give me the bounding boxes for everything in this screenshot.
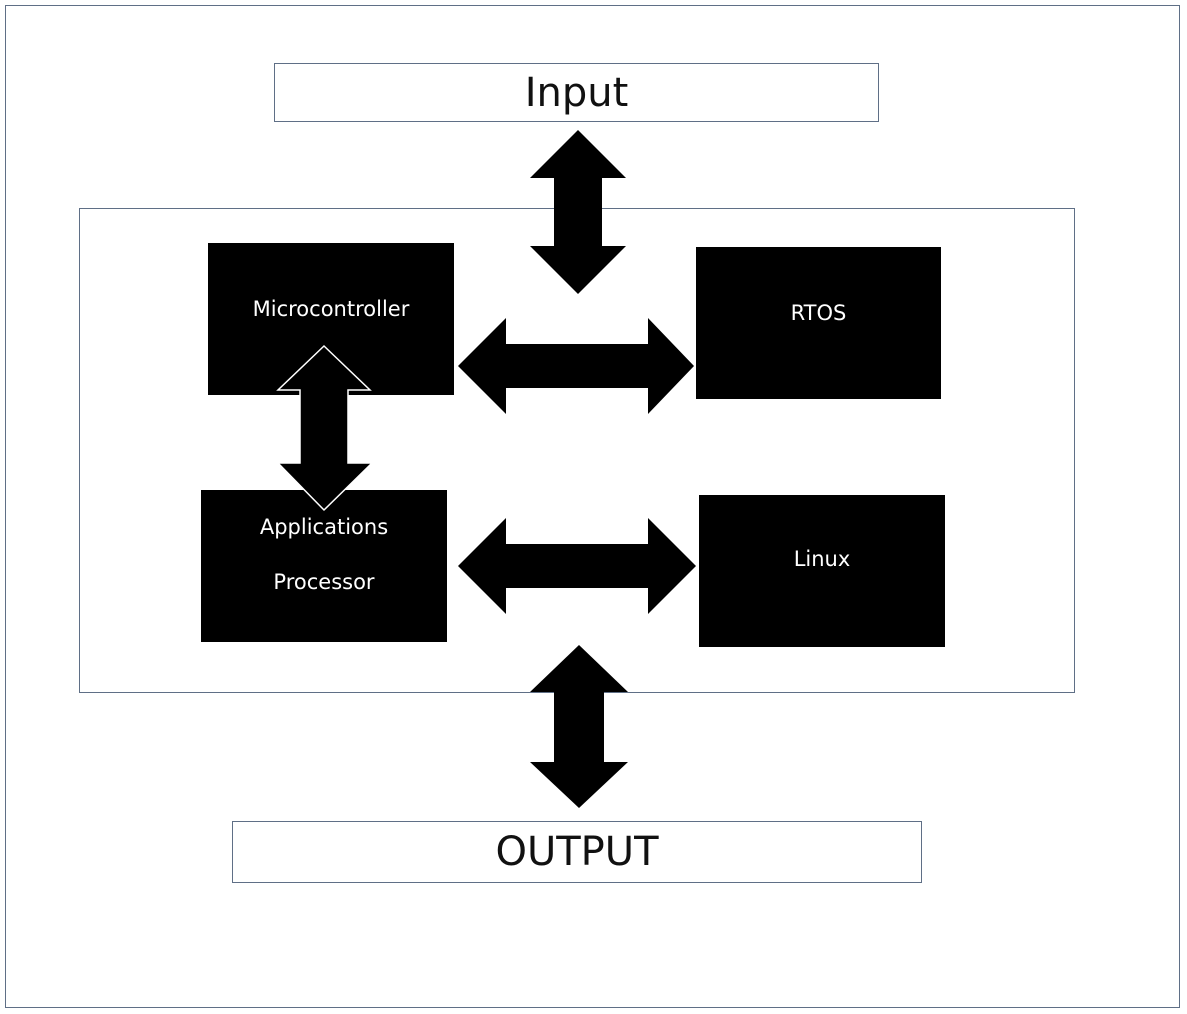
output-label: OUTPUT [495, 829, 659, 875]
rtos-block: RTOS [696, 247, 941, 399]
outer-frame [5, 5, 1180, 1008]
applications-label-line1: Applications [259, 515, 389, 539]
linux-block: Linux [699, 495, 945, 647]
rtos-label: RTOS [790, 301, 847, 325]
mcu-app-arrow [276, 344, 374, 512]
app-linux-arrow [458, 518, 696, 614]
applications-processor-block: Applications Processor [201, 490, 447, 642]
applications-label-line2: Processor [273, 570, 375, 594]
linux-label: Linux [793, 547, 851, 571]
mcu-rtos-arrow [458, 318, 694, 414]
input-label: Input [524, 69, 629, 116]
input-system-arrow [530, 130, 626, 294]
system-output-arrow [530, 645, 628, 808]
output-box: OUTPUT [232, 821, 922, 883]
microcontroller-label: Microcontroller [252, 297, 410, 321]
input-box: Input [274, 63, 879, 122]
